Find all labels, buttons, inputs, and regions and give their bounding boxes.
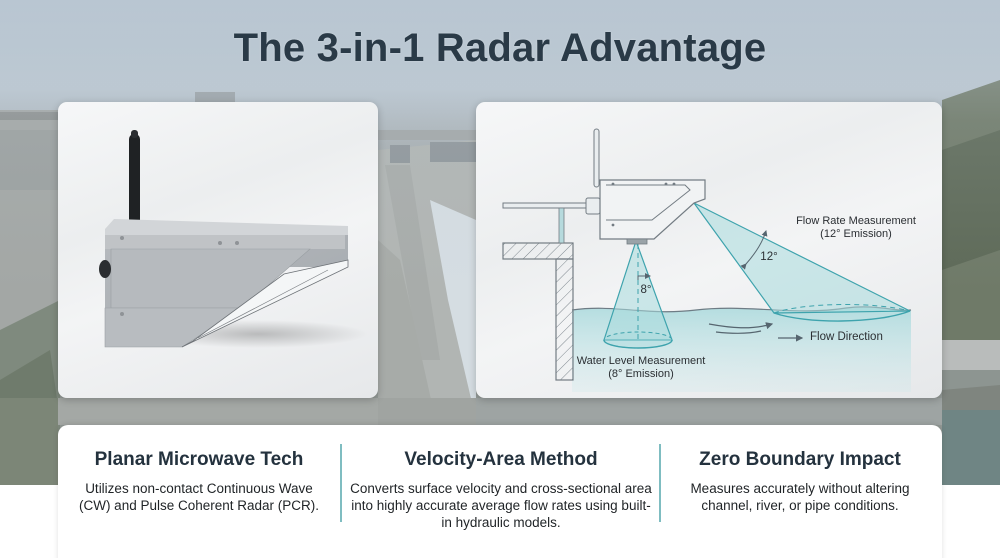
flow-rate-title: Flow Rate Measurement (796, 215, 916, 227)
feature-title: Velocity-Area Method (404, 449, 598, 470)
water-level-subtitle: (8° Emission) (608, 368, 674, 380)
radar-measurement-diagram (502, 128, 912, 392)
water-level-title: Water Level Measurement (576, 355, 706, 367)
feature-divider (340, 444, 342, 522)
flow-rate-subtitle: (12° Emission) (820, 228, 892, 240)
feature-divider (659, 444, 661, 522)
flow-rate-beam (693, 202, 911, 322)
feature-title: Planar Microwave Tech (94, 449, 304, 470)
feature-description: Utilizes non-contact Continuous Wave (CW… (78, 481, 320, 513)
flow-rate-label: Flow Rate Measurement (12° Emission) (756, 215, 942, 241)
product-image-card (58, 102, 378, 398)
feature-description: Converts surface velocity and cross-sect… (350, 481, 652, 530)
feature-velocity-area: Velocity-Area Method Converts surface ve… (342, 425, 660, 558)
feature-description: Measures accurately without altering cha… (690, 481, 910, 513)
flow-direction-label: Flow Direction (810, 331, 883, 343)
radar-device-outline (593, 128, 706, 245)
feature-zero-boundary: Zero Boundary Impact Measures accurately… (661, 425, 939, 558)
water-level-label: Water Level Measurement (8° Emission) (556, 355, 726, 381)
level-angle-label: 8° (640, 284, 652, 296)
feature-planar-microwave: Planar Microwave Tech Utilizes non-conta… (58, 425, 340, 558)
page-title: The 3-in-1 Radar Advantage (233, 26, 767, 70)
flow-angle-label: 12° (760, 251, 778, 263)
feature-title: Zero Boundary Impact (699, 449, 901, 470)
radar-sensor-product-image (99, 130, 368, 348)
water-level-beam (603, 239, 673, 349)
channel-wall (502, 242, 574, 381)
features-panel: Planar Microwave Tech Utilizes non-conta… (58, 425, 942, 558)
measurement-diagram-card: Flow Rate Measurement (12° Emission) 12°… (476, 102, 942, 398)
mounting-bracket (502, 197, 601, 244)
flow-arrows (708, 322, 804, 342)
antenna-icon (129, 130, 140, 234)
